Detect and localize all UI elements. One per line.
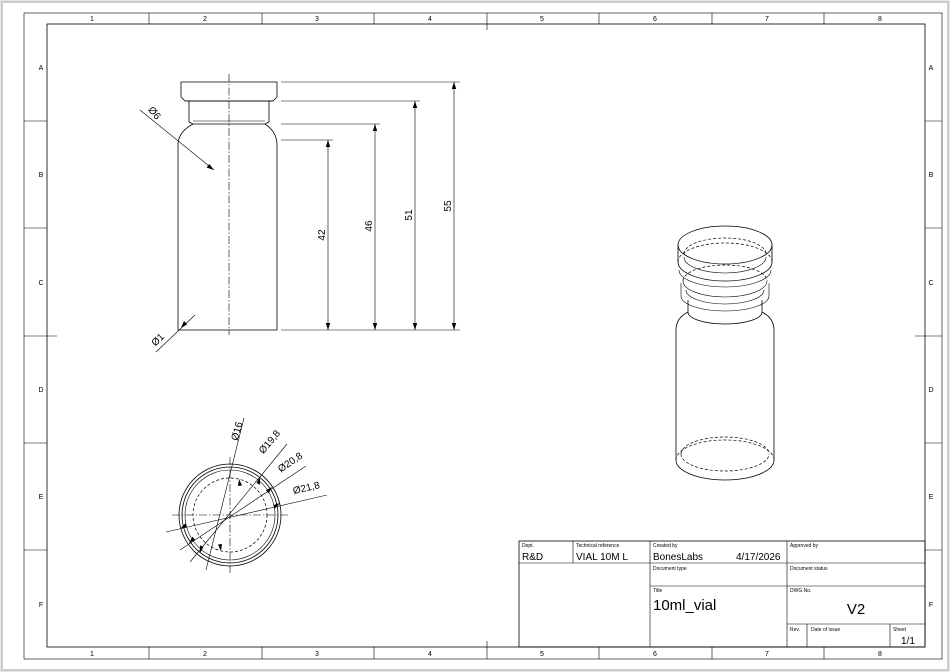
- zone-col-8-bottom: 8: [878, 651, 882, 658]
- zone-col-2-bottom: 2: [203, 651, 207, 658]
- zone-col-1-bottom: 1: [90, 651, 94, 658]
- iso-neck: [687, 300, 763, 325]
- dim-height-46: 46: [364, 220, 375, 232]
- zone-row-c: C: [38, 280, 43, 287]
- zone-col-4: 4: [428, 16, 432, 23]
- dwg-label: DWG No.: [790, 588, 811, 594]
- rev-label: Rev.: [790, 627, 800, 633]
- zone-row-b-right: B: [929, 172, 934, 179]
- zone-columns-bottom: 1 2 3 4 5 6 7 8: [90, 651, 882, 658]
- zone-row-a: A: [39, 65, 44, 72]
- date-issue-label: Date of issue: [811, 627, 840, 633]
- zone-row-e-right: E: [929, 494, 934, 501]
- front-extension-lines: [281, 81, 460, 331]
- leader-dia-base-arrow: [181, 321, 188, 328]
- techref-value: VIAL 10M L: [576, 552, 628, 563]
- zone-row-c-right: C: [928, 280, 933, 287]
- dwg-value: V2: [847, 601, 865, 618]
- zone-row-f-right: F: [929, 602, 933, 609]
- zone-columns-top: 1 2 3 4 5 6 7 8: [90, 16, 882, 23]
- zone-col-4-bottom: 4: [428, 651, 432, 658]
- zone-col-8: 8: [878, 16, 882, 23]
- leader-dia-base: [155, 314, 196, 353]
- top-circle-3: [184, 469, 276, 561]
- dept-value: R&D: [522, 552, 543, 563]
- dim-height-42: 42: [317, 229, 328, 241]
- zone-col-7: 7: [765, 16, 769, 23]
- zone-ticks: [24, 13, 942, 659]
- zone-col-1: 1: [90, 16, 94, 23]
- zone-row-e: E: [39, 494, 44, 501]
- sheet-label: Sheet: [893, 627, 907, 633]
- front-view: 42 46 51 55 Ø6 Ø1: [139, 74, 460, 353]
- dim-height-51: 51: [404, 209, 415, 221]
- zone-rows-left: A B C D E F: [38, 65, 43, 609]
- iso-body: [675, 311, 775, 460]
- front-dimension-arrows: [325, 82, 457, 330]
- top-dimension-lines: [165, 417, 328, 571]
- zone-row-b: B: [39, 172, 44, 179]
- title-value: 10ml_vial: [653, 597, 716, 614]
- title-block-frame: [518, 540, 926, 648]
- title-block: Dept. R&D Technical reference VIAL 10M L…: [518, 540, 926, 648]
- created-label: Created by: [653, 543, 678, 549]
- vial-body-outline: [177, 123, 278, 331]
- zone-col-6-bottom: 6: [653, 651, 657, 658]
- created-date: 4/17/2026: [736, 552, 781, 563]
- zone-col-3: 3: [315, 16, 319, 23]
- title-block-grid: [519, 541, 925, 647]
- zone-col-5: 5: [540, 16, 544, 23]
- zone-col-5-bottom: 5: [540, 651, 544, 658]
- dim-dia-16: Ø16: [230, 420, 246, 442]
- inner-border: [46, 23, 926, 648]
- vial-neck-outline: [188, 101, 270, 125]
- created-value: BonesLabs: [653, 552, 703, 563]
- docstatus-label: Document status: [790, 566, 828, 572]
- zone-col-2: 2: [203, 16, 207, 23]
- dept-label: Dept.: [522, 543, 534, 549]
- iso-body-bottom: [675, 459, 775, 481]
- zone-row-d: D: [38, 387, 43, 394]
- techref-label: Technical reference: [576, 543, 620, 549]
- zone-row-f: F: [39, 602, 43, 609]
- zone-col-3-bottom: 3: [315, 651, 319, 658]
- dim-height-55: 55: [443, 200, 454, 212]
- title-label: Title: [653, 588, 662, 594]
- sheet-value: 1/1: [901, 636, 915, 647]
- top-dimension-arrows: [180, 477, 280, 553]
- leader-dia-neck-arrow: [206, 164, 214, 170]
- zone-col-6: 6: [653, 16, 657, 23]
- leader-dia-neck: [139, 109, 215, 171]
- zone-rows-right: A B C D E F: [928, 65, 933, 609]
- doctype-label: Document type: [653, 566, 687, 572]
- isometric-view: [675, 225, 775, 481]
- zone-row-d-right: D: [928, 387, 933, 394]
- zone-row-a-right: A: [929, 65, 934, 72]
- zone-col-7-bottom: 7: [765, 651, 769, 658]
- front-dimension-lines: [327, 82, 455, 330]
- approved-label: Approved by: [790, 543, 819, 549]
